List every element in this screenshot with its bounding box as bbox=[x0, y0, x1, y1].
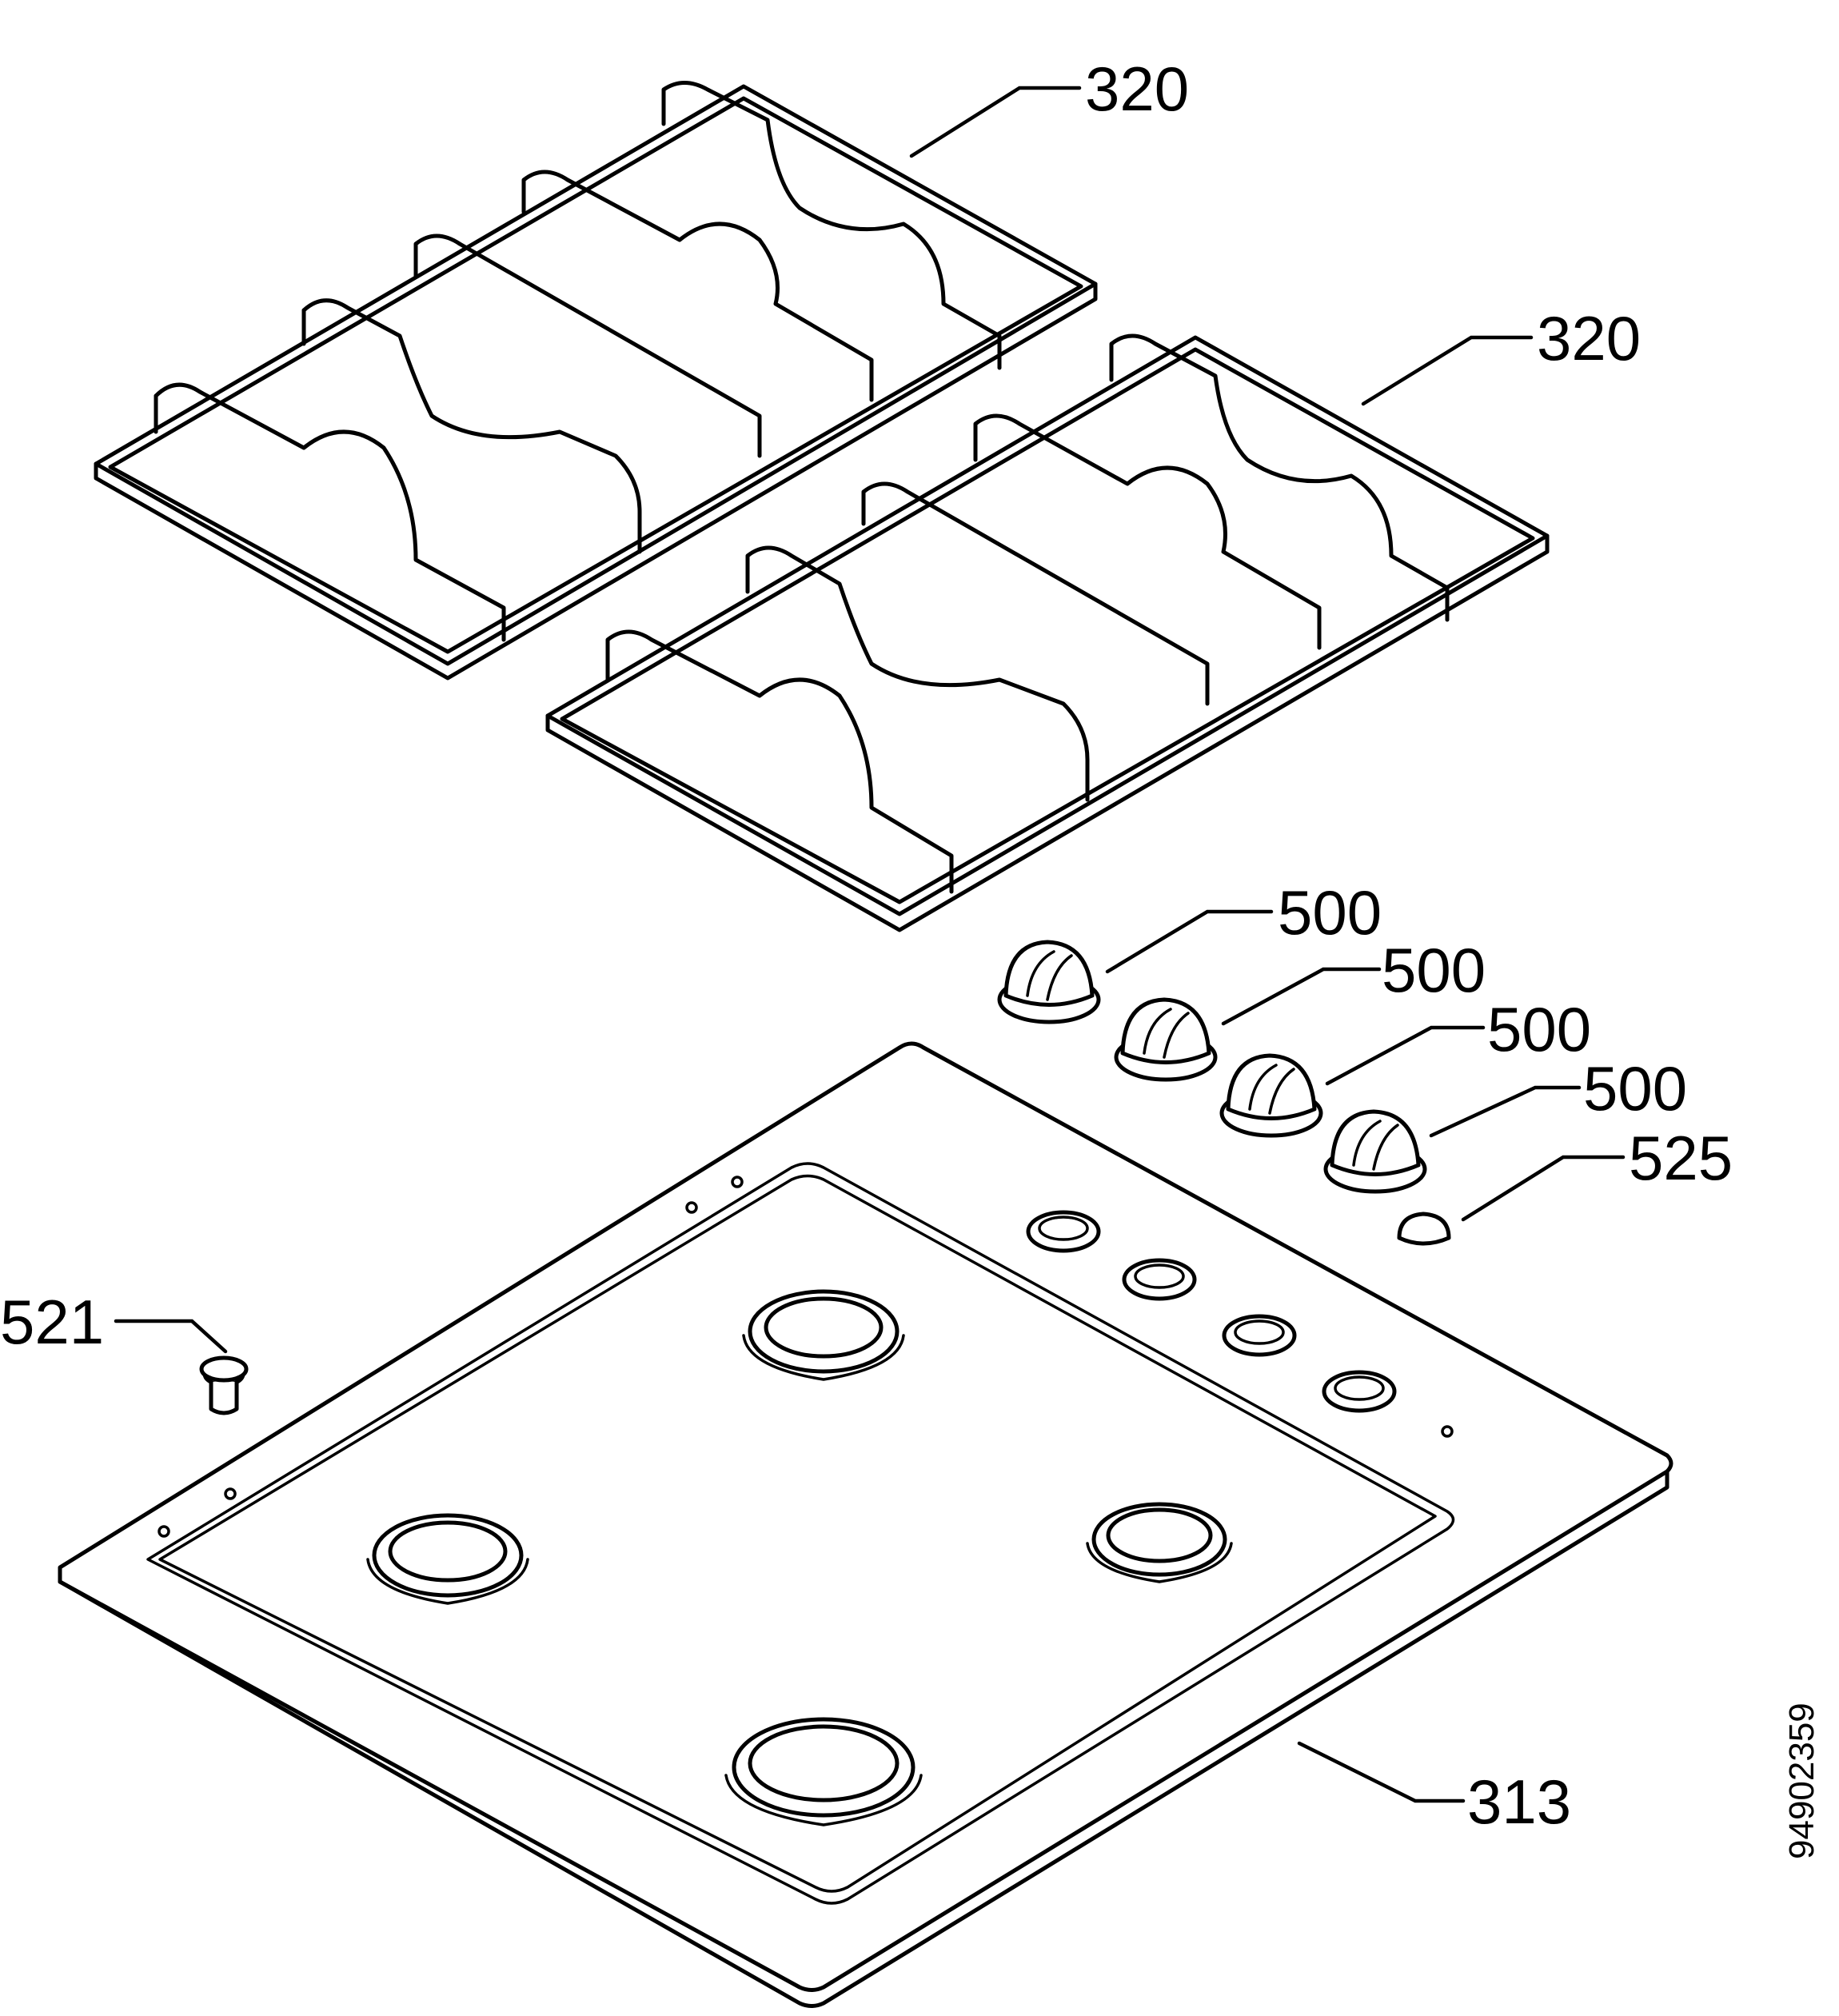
rubber-foot bbox=[199, 1355, 249, 1415]
document-id: 94902359 bbox=[1782, 1703, 1821, 1859]
callout-500-knob-2: 500 bbox=[1382, 935, 1486, 1005]
control-knob-1 bbox=[997, 940, 1101, 1024]
burner-rear bbox=[742, 1289, 905, 1381]
burner-front bbox=[724, 1717, 923, 1826]
plug-cap bbox=[1397, 1212, 1451, 1246]
pan-support-right bbox=[545, 333, 1550, 932]
callout-500-knob-1: 500 bbox=[1278, 877, 1382, 948]
mounting-holes bbox=[158, 1176, 1454, 1538]
knob-seats bbox=[1026, 1210, 1397, 1413]
burner-left bbox=[366, 1513, 529, 1605]
control-knob-3 bbox=[1219, 1053, 1323, 1138]
callout-500-knob-3: 500 bbox=[1487, 994, 1591, 1064]
callout-525-plug: 525 bbox=[1629, 1123, 1733, 1193]
control-knob-2 bbox=[1114, 997, 1218, 1082]
hob-top-plate bbox=[58, 1041, 1673, 2008]
leader-lines bbox=[114, 86, 1626, 1803]
callout-320-left: 320 bbox=[1085, 54, 1189, 124]
control-knob-4 bbox=[1323, 1109, 1427, 1194]
burner-right bbox=[1086, 1502, 1233, 1583]
callout-313-hob: 313 bbox=[1467, 1766, 1571, 1837]
pan-support-left bbox=[94, 81, 1098, 681]
callout-500-knob-4: 500 bbox=[1583, 1053, 1687, 1124]
callout-320-right: 320 bbox=[1537, 303, 1641, 373]
callout-521-foot: 521 bbox=[0, 1287, 104, 1357]
